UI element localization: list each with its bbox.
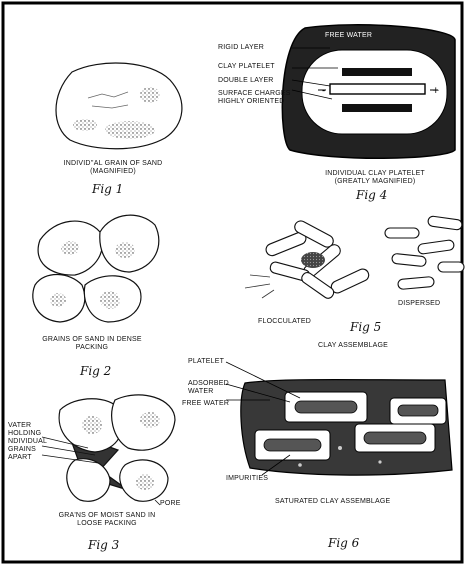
fig3-water-line-1: VATER	[8, 422, 58, 430]
fig3-water-holding-label: VATER HOLDING NDIVIDUAL GRAINS APART	[8, 422, 58, 462]
fig1-sand-grain	[56, 63, 182, 149]
fig4-label: Fig 4	[356, 188, 387, 202]
fig3-water-line-2: HOLDING	[8, 430, 58, 438]
fig5-label: Fig 5	[350, 320, 381, 334]
fig4-surface-line-2: HIGHLY ORIENTED	[218, 98, 291, 106]
fig3-pore-label: PORE	[160, 500, 181, 508]
fig4-caption-line-2: (GREATLY MAGNIFIED)	[300, 178, 450, 186]
fig6-caption: SATURATED CLAY ASSEMBLAGE	[275, 498, 390, 506]
fig6-label: Fig 6	[328, 536, 359, 550]
fig4-free-water-label: FREE WATER	[325, 32, 372, 40]
fig1-caption-line-1: INDIVID''AL GRAIN OF SAND	[48, 160, 178, 168]
fig1-caption: INDIVID''AL GRAIN OF SAND (MAGNIFIED)	[48, 160, 178, 176]
fig6-platelet-label: PLATELET	[188, 358, 224, 366]
fig3-caption: GRA'NS OF MOIST SAND IN LOOSE PACKING	[42, 512, 172, 528]
fig3-water-line-5: APART	[8, 454, 58, 462]
fig6-adsorbed-line-2: WATER	[188, 388, 229, 396]
fig6-free-water-label: FREE WATER	[182, 400, 229, 408]
fig5-caption: CLAY ASSEMBLAGE	[318, 342, 388, 350]
fig4-surface-line-1: SURFACE CHARGES	[218, 90, 291, 98]
fig4-clay-platelet: - +	[282, 25, 455, 158]
fig4-double-layer-label: DOUBLE LAYER	[218, 77, 274, 85]
fig3-caption-line-2: LOOSE PACKING	[42, 520, 172, 528]
fig6-saturated-assemblage	[226, 362, 452, 475]
fig3-label: Fig 3	[88, 538, 119, 552]
fig4-surface-charges-label: SURFACE CHARGES HIGHLY ORIENTED	[218, 90, 291, 106]
fig2-dense-packing	[33, 215, 159, 322]
svg-text:+: +	[432, 86, 440, 96]
fig2-caption: GRAINS OF SAND IN DENSE PACKING	[22, 336, 162, 352]
fig1-caption-line-2: (MAGNIFIED)	[48, 168, 178, 176]
fig5-clay-assemblage	[245, 216, 464, 301]
fig3-caption-line-1: GRA'NS OF MOIST SAND IN	[42, 512, 172, 520]
fig6-adsorbed-water-label: ADSORBED WATER	[188, 380, 229, 396]
fig5-flocculated-label: FLOCCULATED	[258, 318, 311, 326]
fig3-moist-packing	[42, 395, 175, 505]
fig3-water-line-4: GRAINS	[8, 446, 58, 454]
fig6-impurities-label: IMPURITIES	[226, 475, 268, 483]
fig4-caption: INDIVIDUAL CLAY PLATELET (GREATLY MAGNIF…	[300, 170, 450, 186]
fig6-adsorbed-line-1: ADSORBED	[188, 380, 229, 388]
fig2-caption-line-2: PACKING	[22, 344, 162, 352]
fig1-label: Fig 1	[92, 182, 123, 196]
fig4-rigid-layer-label: RIGID LAYER	[218, 44, 264, 52]
fig4-caption-line-1: INDIVIDUAL CLAY PLATELET	[300, 170, 450, 178]
fig3-water-line-3: NDIVIDUAL	[8, 438, 58, 446]
fig2-label: Fig 2	[80, 364, 111, 378]
fig2-caption-line-1: GRAINS OF SAND IN DENSE	[22, 336, 162, 344]
fig4-clay-platelet-label: CLAY PLATELET	[218, 63, 275, 71]
fig5-dispersed-label: DISPERSED	[398, 300, 440, 308]
svg-text:-: -	[322, 86, 325, 96]
